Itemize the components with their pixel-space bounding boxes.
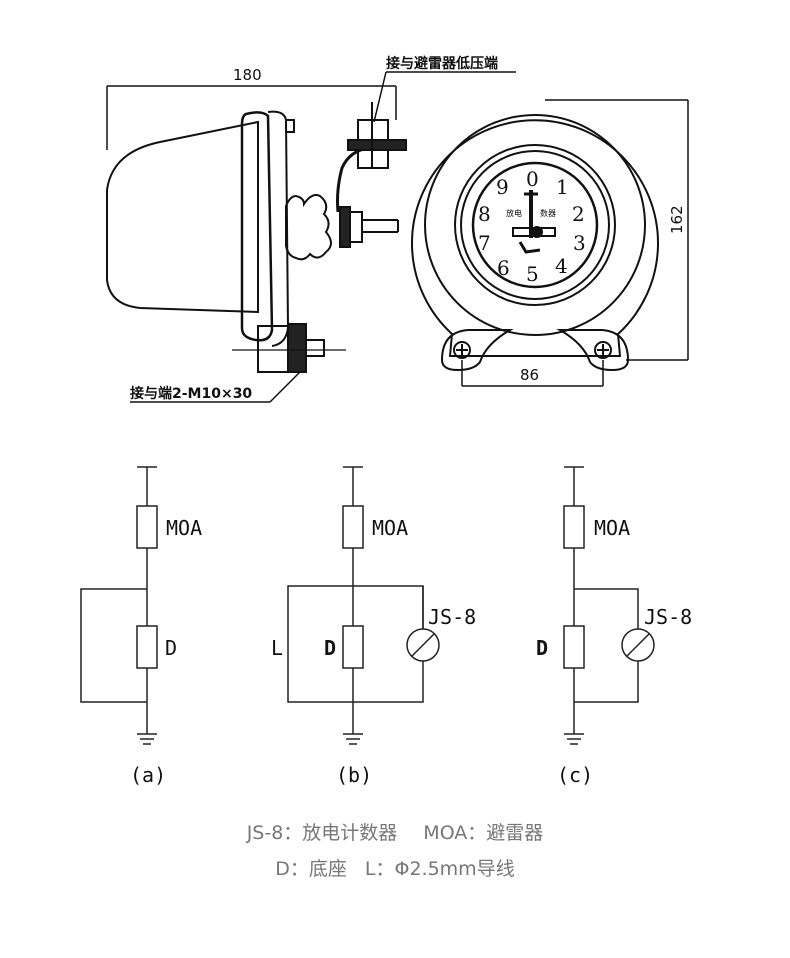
circuit-a-moa-resistor: [136, 505, 158, 549]
dial-face: [471, 161, 599, 289]
insulator: [285, 194, 332, 261]
flange-plate: [240, 111, 274, 342]
dial-number-7: 7: [478, 231, 491, 255]
side-view: [106, 102, 407, 373]
circuit-b-counter-label: JS-8: [428, 605, 476, 629]
dimension-mount-spacing-label: 86: [520, 366, 539, 384]
dial-numbers: 0 1 2 3 4 5 6 7 8 9 放电 数器: [478, 167, 586, 286]
circuit-b-moa-resistor: [342, 505, 364, 549]
circuit-a-base-resistor: [136, 625, 158, 669]
circuit-c-base-resistor: [563, 625, 585, 669]
circuit-a-ground: [137, 733, 157, 745]
dimension-mount-spacing: [461, 360, 604, 387]
dial-face-text-1: 放电: [506, 208, 522, 218]
dial-number-1: 1: [556, 175, 569, 199]
legend-line-2: D：底座 L：Φ2.5mm导线: [0, 854, 790, 881]
callout-top-terminal-label: 接与避雷器低压端: [386, 55, 498, 72]
lead-wire: [336, 146, 371, 213]
top-terminal-band: [347, 139, 407, 151]
legend-base: D：底座: [275, 858, 347, 880]
dial-number-4: 4: [555, 254, 568, 278]
mount-lug-right: [556, 329, 630, 372]
dial-number-0: 0: [526, 167, 539, 191]
flange-bolt: [285, 119, 295, 133]
legend-js8: JS-8：放电计数器: [246, 822, 398, 844]
dial-number-3: 3: [573, 231, 586, 255]
circuit-c-caption: (c): [557, 763, 593, 787]
mount-lug-left: [440, 329, 514, 372]
dial-face-text-2: 数器: [540, 208, 556, 218]
mount-hole-left: [453, 341, 471, 359]
callout-bottom-terminal: [130, 371, 301, 403]
circuit-a-caption: (a): [130, 763, 166, 787]
dial-number-9: 9: [496, 175, 509, 199]
circuit-c-branch: [574, 588, 639, 629]
dial-number-5: 5: [526, 262, 539, 286]
front-ring-2: [424, 114, 646, 336]
legend-moa: MOA：避雷器: [423, 822, 544, 844]
dimension-height-label: 162: [668, 205, 686, 234]
circuit-a: [80, 466, 158, 745]
circuit-b-moa-label: MOA: [372, 516, 408, 540]
bottom-bolt-nut: [287, 323, 307, 373]
circuit-c-ground: [564, 733, 584, 745]
dimension-overall-length: [106, 85, 397, 150]
bottom-bolt-block: [257, 325, 289, 373]
legend-line-1: JS-8：放电计数器 MOA：避雷器: [0, 818, 790, 845]
circuit-c-base-label: D: [536, 636, 548, 660]
housing-body: [106, 120, 259, 314]
dimension-overall-length-label: 180: [233, 66, 262, 84]
circuit-a-base-label: D: [165, 636, 177, 660]
circuit-b-base-resistor: [342, 625, 364, 669]
stud-nut-1: [339, 206, 351, 248]
circuit-b-base-label: D: [324, 636, 336, 660]
circuit-c: [563, 466, 655, 745]
circuit-b-wire-label: L: [271, 636, 283, 660]
front-view: [411, 114, 659, 372]
front-outer-shell: [411, 119, 659, 357]
circuit-b-ground: [343, 733, 363, 745]
front-ring-3: [454, 144, 616, 306]
circuit-c-counter-label: JS-8: [644, 605, 692, 629]
circuit-c-moa-resistor: [563, 505, 585, 549]
mount-hole-right: [594, 341, 612, 359]
circuit-b-caption: (b): [336, 763, 372, 787]
dial-number-6: 6: [497, 256, 510, 280]
dial-number-2: 2: [572, 202, 585, 226]
dial-number-8: 8: [478, 202, 491, 226]
bottom-bolt-shank: [305, 339, 325, 357]
circuit-a-moa-label: MOA: [166, 516, 202, 540]
circuit-c-moa-label: MOA: [594, 516, 630, 540]
callout-bottom-terminal-label: 接与端2-M10×30: [130, 385, 252, 402]
callout-top-terminal: [373, 71, 516, 123]
front-ring-4: [460, 150, 610, 300]
dimension-height: [545, 99, 689, 361]
stud-nut-2: [349, 211, 363, 243]
circuit-b: [287, 466, 440, 745]
legend-wire: L：Φ2.5mm导线: [364, 858, 515, 880]
circuit-a-bypass: [80, 588, 147, 703]
circuit-b-loop: [287, 585, 424, 703]
